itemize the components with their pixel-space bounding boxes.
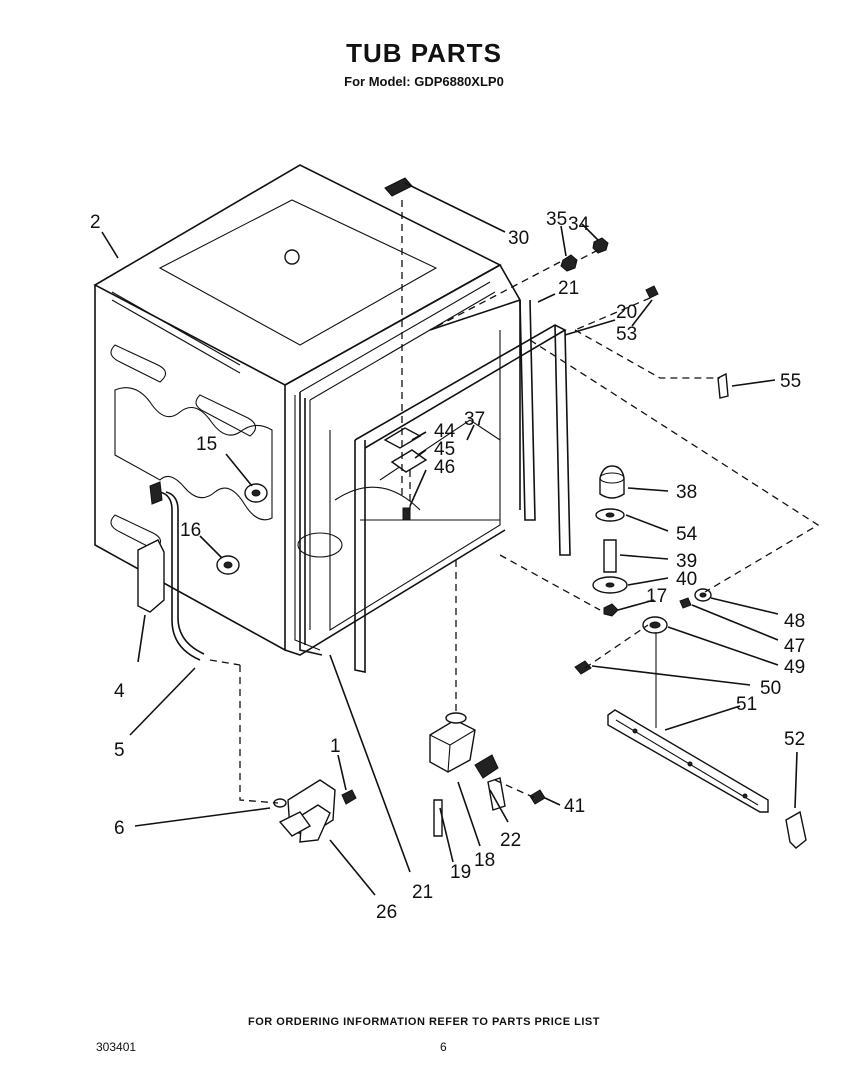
wash-arm-support	[592, 465, 628, 617]
callout-18: 18	[474, 850, 495, 871]
rack-rail-51	[607, 709, 769, 813]
callout-38: 38	[676, 482, 697, 503]
callout-6: 6	[114, 818, 125, 839]
part-30-clip	[384, 177, 413, 197]
callout-17: 17	[646, 586, 667, 607]
rail-stop-52	[785, 810, 807, 849]
callout-22: 22	[500, 830, 521, 851]
model-line: For Model: GDP6880XLP0	[344, 74, 504, 89]
callout-46: 46	[434, 457, 455, 478]
nuts-34-35	[560, 237, 609, 272]
water-valve-26	[273, 779, 357, 843]
callout-5: 5	[114, 740, 125, 761]
page-number: 6	[440, 1040, 447, 1054]
callout-51: 51	[736, 694, 757, 715]
callout-39: 39	[676, 551, 697, 572]
callout-30: 30	[508, 228, 529, 249]
callout-19: 19	[450, 862, 471, 883]
callout-16: 16	[180, 520, 201, 541]
fill-funnel-4	[137, 539, 165, 613]
callout-41: 41	[564, 796, 585, 817]
door-gasket	[299, 299, 571, 673]
callout-2: 2	[90, 212, 101, 233]
callout-47: 47	[784, 636, 805, 657]
gasket-clips	[383, 427, 428, 521]
ordering-note: FOR ORDERING INFORMATION REFER TO PARTS …	[248, 1016, 600, 1028]
callout-labels: 2 30 34 35 21 20 53 55 44 37 45 46 15 16…	[90, 209, 805, 923]
callout-4: 4	[114, 681, 125, 702]
callout-53: 53	[616, 324, 637, 345]
callout-40: 40	[676, 569, 697, 590]
rack-roller-parts	[574, 588, 712, 675]
callout-20: 20	[616, 302, 637, 323]
leader-lines	[101, 182, 798, 896]
callout-15: 15	[196, 434, 217, 455]
callout-21-top: 21	[558, 278, 579, 299]
callout-35: 35	[546, 209, 567, 230]
page-title: TUB PARTS	[346, 38, 502, 68]
callout-45: 45	[434, 439, 455, 460]
callout-52: 52	[784, 729, 805, 750]
callout-48: 48	[784, 611, 805, 632]
callout-54: 54	[676, 524, 698, 545]
bracket-18	[429, 712, 546, 837]
callout-37: 37	[464, 409, 485, 430]
clip-55	[717, 372, 729, 399]
screw-20-53	[645, 285, 659, 299]
terminal-nuts-15-16	[216, 483, 268, 575]
tub-body	[93, 164, 521, 656]
callout-50: 50	[760, 678, 781, 699]
fill-hose-5	[159, 491, 201, 661]
callout-21-bottom: 21	[412, 882, 433, 903]
callout-55: 55	[780, 371, 801, 392]
callout-1: 1	[330, 736, 341, 757]
callout-26: 26	[376, 902, 397, 923]
callout-44: 44	[434, 421, 456, 442]
callout-34: 34	[568, 214, 590, 235]
callout-49: 49	[784, 657, 805, 678]
document-number: 303401	[96, 1040, 137, 1054]
alignment-lines	[209, 200, 820, 804]
